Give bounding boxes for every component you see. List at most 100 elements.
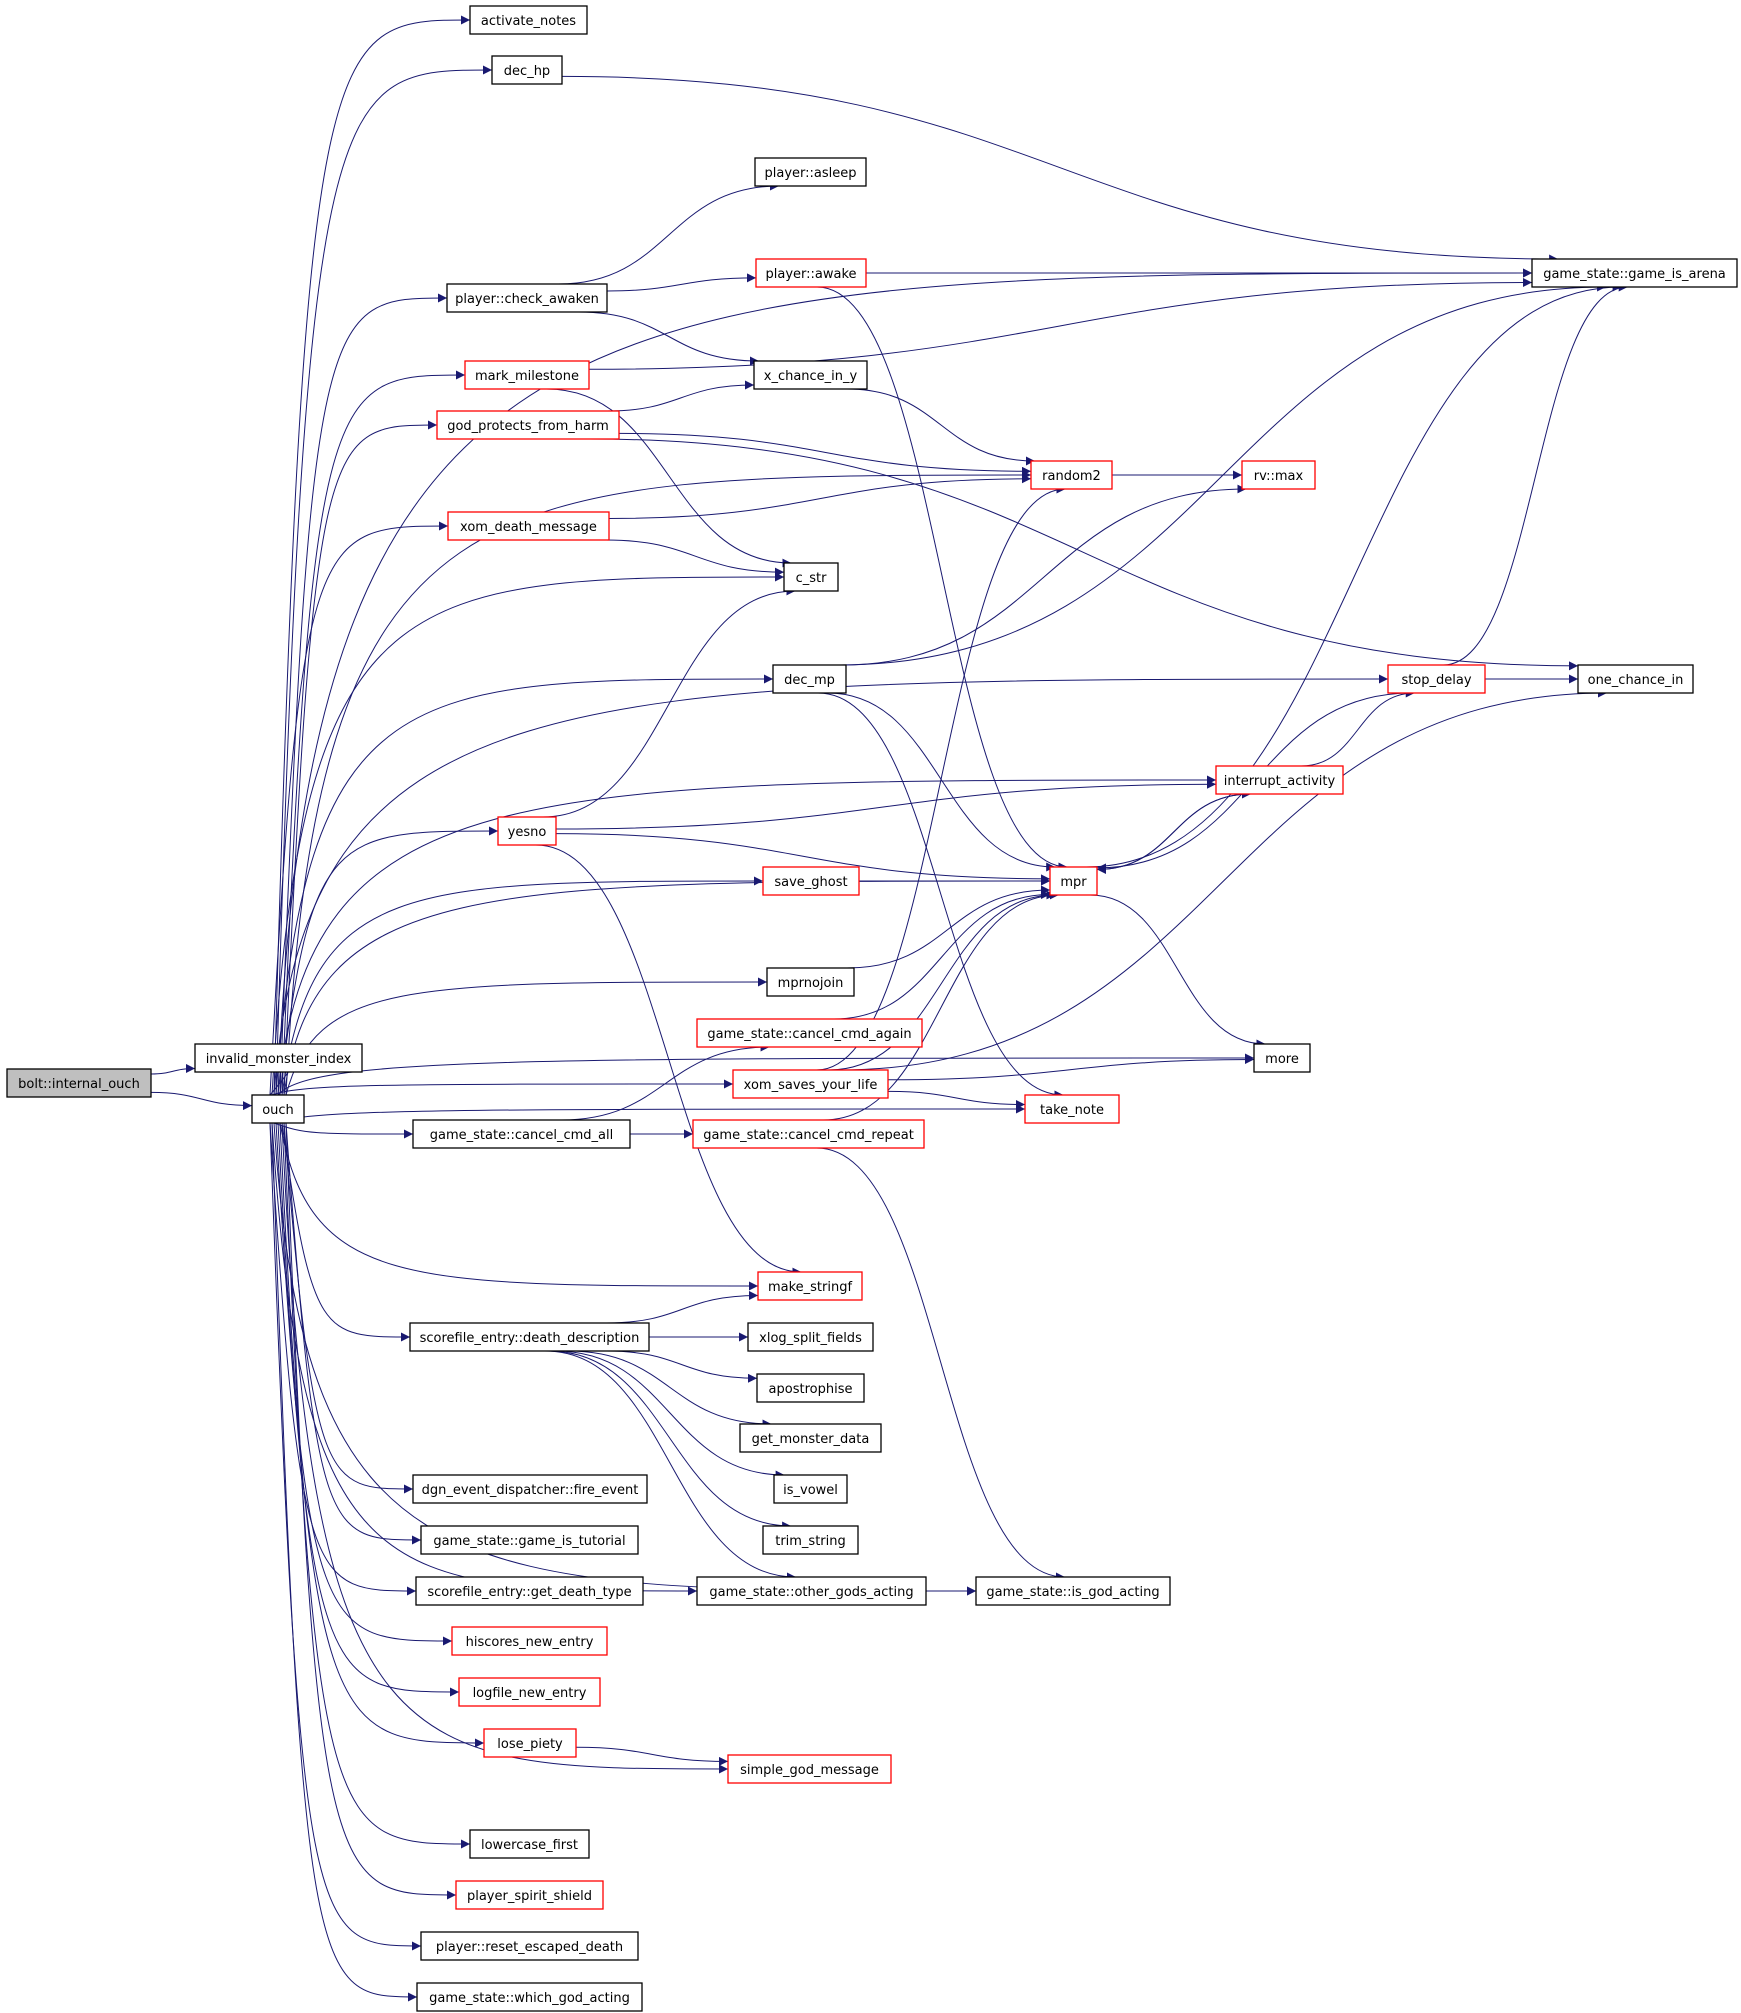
node-label: xom_death_message bbox=[460, 520, 597, 535]
node-invalid-monster-index[interactable]: invalid_monster_index bbox=[194, 1043, 363, 1073]
node-box bbox=[1387, 664, 1486, 694]
edge-dec-mp-to-take-note bbox=[818, 692, 1064, 1100]
node-label: rv::max bbox=[1254, 469, 1304, 484]
node-mpr[interactable]: mpr bbox=[1049, 866, 1098, 896]
node-lowercase-first[interactable]: lowercase_first bbox=[469, 1829, 590, 1859]
node-game-is-tutorial[interactable]: game_state::game_is_tutorial bbox=[420, 1525, 639, 1555]
node-is-god-acting[interactable]: game_state::is_god_acting bbox=[975, 1576, 1171, 1606]
node-label: player::awake bbox=[765, 267, 856, 282]
edge-ouch-to-logfile-new-entry bbox=[277, 1122, 460, 1697]
node-interrupt-activity[interactable]: interrupt_activity bbox=[1215, 765, 1344, 795]
node-label: game_state::cancel_cmd_all bbox=[430, 1128, 613, 1143]
node-box bbox=[458, 1677, 601, 1707]
node-player-asleep[interactable]: player::asleep bbox=[754, 157, 867, 187]
node-label: player_spirit_shield bbox=[467, 1889, 592, 1904]
node-ouch[interactable]: ouch bbox=[251, 1094, 305, 1124]
edge-ouch-to-save-ghost bbox=[281, 876, 764, 1096]
node-is-vowel[interactable]: is_vowel bbox=[773, 1474, 848, 1504]
node-cancel-cmd-repeat[interactable]: game_state::cancel_cmd_repeat bbox=[692, 1119, 925, 1149]
edge-xom-death-message-to-c-str bbox=[606, 539, 785, 577]
node-box bbox=[1024, 1094, 1120, 1124]
node-activate-notes[interactable]: activate_notes bbox=[469, 5, 588, 35]
node-box bbox=[1030, 460, 1113, 490]
node-xlog-split-fields[interactable]: xlog_split_fields bbox=[747, 1322, 874, 1352]
node-label: game_state::which_god_acting bbox=[429, 1991, 630, 2006]
node-dec-hp[interactable]: dec_hp bbox=[491, 55, 563, 85]
node-mprnojoin[interactable]: mprnojoin bbox=[766, 967, 855, 997]
edge-mpr-to-interrupt-activity bbox=[1096, 789, 1251, 870]
node-logfile-new-entry[interactable]: logfile_new_entry bbox=[458, 1677, 601, 1707]
node-box bbox=[762, 1525, 859, 1555]
node-label: lowercase_first bbox=[481, 1838, 578, 1853]
node-label: dgn_event_dispatcher::fire_event bbox=[422, 1483, 639, 1498]
edge-ouch-to-activate-notes bbox=[273, 15, 471, 1096]
node-one-chance-in[interactable]: one_chance_in bbox=[1577, 664, 1694, 694]
edge-god-protects-from-harm-to-x-chance-in-y bbox=[607, 380, 755, 412]
node-stop-delay[interactable]: stop_delay bbox=[1387, 664, 1486, 694]
edge-dec-hp-to-game-is-arena bbox=[561, 75, 1559, 264]
edge-ouch-to-xom-death-message bbox=[269, 521, 449, 1096]
node-make-stringf[interactable]: make_stringf bbox=[757, 1271, 863, 1301]
edge-bolt-internal-ouch-to-invalid-monster-index bbox=[150, 1063, 196, 1075]
edge-ouch-to-simple-god-message bbox=[281, 1122, 729, 1774]
node-which-god-acting[interactable]: game_state::which_god_acting bbox=[416, 1982, 643, 2012]
node-death-description[interactable]: scorefile_entry::death_description bbox=[409, 1322, 650, 1352]
edge-ouch-to-interrupt-activity bbox=[277, 775, 1217, 1096]
node-reset-escaped-death[interactable]: player::reset_escaped_death bbox=[420, 1931, 639, 1961]
node-xom-death-message[interactable]: xom_death_message bbox=[447, 511, 610, 541]
node-player-spirit-shield[interactable]: player_spirit_shield bbox=[455, 1880, 604, 1910]
edge-ouch-to-is-god-acting bbox=[273, 1122, 977, 1596]
edge-xom-saves-your-life-to-one-chance-in bbox=[839, 688, 1607, 1071]
node-hiscores-new-entry[interactable]: hiscores_new_entry bbox=[451, 1626, 608, 1656]
node-game-is-arena[interactable]: game_state::game_is_arena bbox=[1531, 258, 1738, 288]
node-player-check-awaken[interactable]: player::check_awaken bbox=[446, 283, 608, 313]
node-cancel-cmd-again[interactable]: game_state::cancel_cmd_again bbox=[696, 1018, 923, 1048]
node-label: lose_piety bbox=[497, 1737, 563, 1752]
node-player-awake[interactable]: player::awake bbox=[755, 258, 867, 288]
node-apostrophise[interactable]: apostrophise bbox=[756, 1373, 865, 1403]
node-more[interactable]: more bbox=[1253, 1043, 1311, 1073]
edge-dec-mp-to-game-is-arena bbox=[837, 282, 1607, 666]
node-label: apostrophise bbox=[769, 1382, 853, 1397]
node-random2[interactable]: random2 bbox=[1030, 460, 1113, 490]
edge-cancel-cmd-again-to-mpr bbox=[833, 890, 1051, 1020]
node-cancel-cmd-all[interactable]: game_state::cancel_cmd_all bbox=[412, 1119, 631, 1149]
edge-ouch-to-yesno bbox=[279, 826, 499, 1096]
edge-ouch-to-random2 bbox=[285, 470, 1032, 1096]
node-box bbox=[436, 410, 620, 440]
edge-ouch-to-c-str bbox=[271, 572, 785, 1096]
edge-dec-mp-to-mpr bbox=[827, 692, 1056, 872]
node-take-note[interactable]: take_note bbox=[1024, 1094, 1120, 1124]
node-x-chance-in-y[interactable]: x_chance_in_y bbox=[753, 360, 868, 390]
node-simple-god-message[interactable]: simple_god_message bbox=[727, 1754, 892, 1784]
node-get-monster-data[interactable]: get_monster_data bbox=[739, 1423, 882, 1453]
node-bolt-internal-ouch[interactable]: bolt::internal_ouch bbox=[6, 1068, 152, 1098]
edge-ouch-to-cancel-cmd-all bbox=[273, 1122, 414, 1139]
node-lose-piety[interactable]: lose_piety bbox=[483, 1728, 577, 1758]
node-box bbox=[469, 1829, 590, 1859]
node-rv-max[interactable]: rv::max bbox=[1241, 460, 1316, 490]
node-box bbox=[772, 664, 847, 694]
node-trim-string[interactable]: trim_string bbox=[762, 1525, 859, 1555]
edge-stop-delay-to-game-is-arena bbox=[1443, 282, 1628, 666]
node-god-protects-from-harm[interactable]: god_protects_from_harm bbox=[436, 410, 620, 440]
edge-death-description-to-make-stringf bbox=[606, 1290, 759, 1324]
node-label: game_state::game_is_arena bbox=[1543, 267, 1726, 282]
node-fire-event[interactable]: dgn_event_dispatcher::fire_event bbox=[412, 1474, 648, 1504]
node-dec-mp[interactable]: dec_mp bbox=[772, 664, 847, 694]
edge-cancel-cmd-repeat-to-is-god-acting bbox=[816, 1147, 1065, 1582]
node-mark-milestone[interactable]: mark_milestone bbox=[464, 360, 590, 390]
edge-mark-milestone-to-game-is-arena bbox=[588, 277, 1533, 370]
node-box bbox=[446, 283, 608, 313]
node-box bbox=[762, 866, 860, 896]
node-get-death-type[interactable]: scorefile_entry::get_death_type bbox=[415, 1576, 644, 1606]
node-c-str[interactable]: c_str bbox=[783, 562, 839, 592]
node-save-ghost[interactable]: save_ghost bbox=[762, 866, 860, 896]
node-other-gods-acting[interactable]: game_state::other_gods_acting bbox=[696, 1576, 927, 1606]
node-yesno[interactable]: yesno bbox=[497, 816, 557, 846]
node-xom-saves-your-life[interactable]: xom_saves_your_life bbox=[732, 1069, 889, 1099]
edge-ouch-to-player-check-awaken bbox=[279, 293, 448, 1096]
edge-ouch-to-fire-event bbox=[283, 1122, 414, 1494]
edge-mark-milestone-to-c-str bbox=[546, 388, 792, 568]
